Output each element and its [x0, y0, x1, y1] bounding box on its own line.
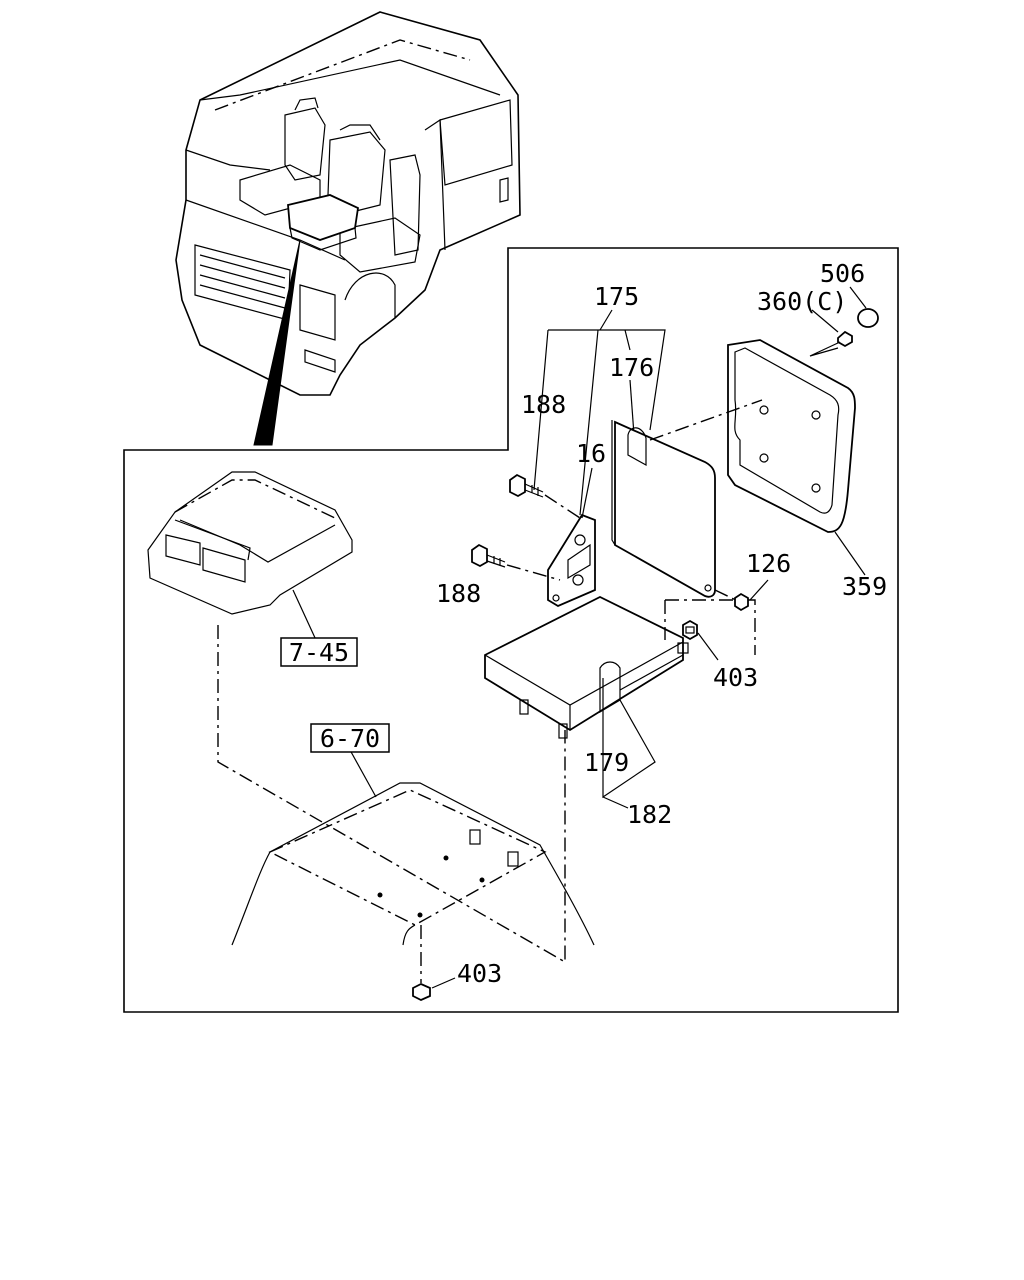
ref-label-745: 7-45 [289, 638, 349, 667]
bolt-axis-upper [544, 494, 581, 519]
assembly-line-right [664, 599, 756, 655]
callout-359: 359 [842, 572, 887, 601]
ref-box-670 [310, 723, 390, 753]
pointer-wedge [253, 239, 301, 446]
back-cushion-part [727, 339, 856, 533]
callout-179: 179 [584, 748, 629, 777]
leader-176 [629, 379, 635, 436]
callout-506: 506 [820, 259, 865, 288]
bolt-188-lower [471, 543, 506, 568]
assembly-line-back [649, 399, 763, 441]
bolt-188-upper [509, 473, 544, 498]
callout-175: 175 [594, 282, 639, 311]
console-cover-part [147, 471, 353, 615]
leader-16 [581, 467, 593, 519]
floor-plate-part [231, 782, 595, 946]
bracket-182 [602, 678, 656, 799]
callout-360c: 360(C) [757, 287, 847, 316]
callout-403a: 403 [713, 663, 758, 692]
nut-403-bottom [412, 983, 431, 1001]
diagram-frame [123, 247, 899, 1013]
callout-176: 176 [609, 353, 654, 382]
seat-back-panel-part [611, 420, 716, 598]
leader-403a [697, 632, 719, 661]
assembly-line-left [217, 625, 566, 964]
ref-label-670: 6-70 [320, 724, 380, 753]
nut-403-upper [682, 619, 698, 641]
leader-506 [849, 286, 867, 309]
bolt-axis-lower [506, 564, 561, 581]
callout-188a: 188 [521, 390, 566, 419]
leader-670 [349, 749, 377, 798]
nut-126 [734, 592, 749, 612]
screw-360c [809, 330, 853, 357]
callout-403b: 403 [457, 959, 502, 988]
leader-403b [431, 977, 456, 989]
leader-126 [749, 579, 769, 601]
callout-126: 126 [746, 549, 791, 578]
truck-cab-illustration [175, 11, 521, 396]
leader-360c [811, 309, 839, 333]
callout-182: 182 [627, 800, 672, 829]
callout-188b: 188 [436, 579, 481, 608]
callout-16: 16 [576, 439, 606, 468]
leader-182 [602, 796, 629, 809]
seat-base-part [484, 595, 689, 739]
leader-745 [292, 589, 317, 641]
ref-box-745 [280, 637, 358, 667]
leader-359 [834, 531, 866, 576]
leader-175 [599, 309, 613, 331]
assembly-line-126 [714, 589, 741, 603]
hinge-bracket-part [547, 513, 596, 608]
cap-506 [857, 308, 879, 328]
bracket-175 [533, 329, 666, 516]
